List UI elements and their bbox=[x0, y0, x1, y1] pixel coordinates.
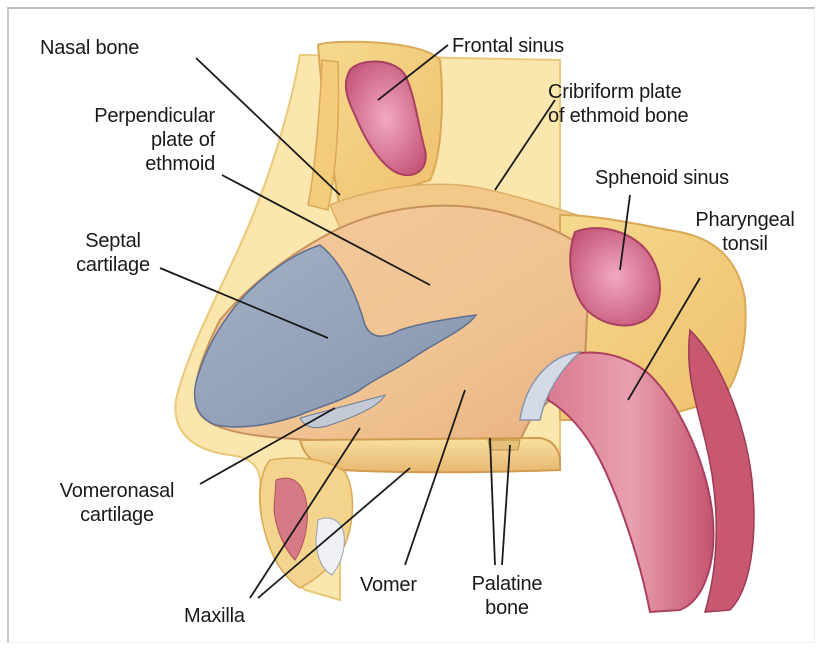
label-vomeronasal-cartilage: Vomeronasal cartilage bbox=[22, 479, 212, 527]
label-pharyngeal-line1: Pharyngeal bbox=[680, 208, 810, 232]
label-palatine-bone: Palatine bone bbox=[462, 572, 552, 620]
label-septal-cartilage: Septal cartilage bbox=[58, 229, 168, 277]
label-palatine-line1: Palatine bbox=[462, 572, 552, 596]
label-frontal-sinus-text: Frontal sinus bbox=[452, 34, 564, 58]
label-palatine-line2: bone bbox=[462, 596, 552, 620]
label-sphenoid-sinus: Sphenoid sinus bbox=[595, 166, 729, 190]
label-septal-line2: cartilage bbox=[58, 253, 168, 277]
label-vomeronasal-line2: cartilage bbox=[22, 503, 212, 527]
label-perpendicular-line1: Perpendicular bbox=[45, 104, 215, 128]
label-maxilla: Maxilla bbox=[184, 604, 245, 628]
label-cribriform-line1: Cribriform plate bbox=[548, 80, 688, 104]
label-perpendicular-plate: Perpendicular plate of ethmoid bbox=[45, 104, 215, 176]
label-pharyngeal-tonsil: Pharyngeal tonsil bbox=[680, 208, 810, 256]
label-nasal-bone: Nasal bone bbox=[40, 36, 139, 60]
label-vomeronasal-line1: Vomeronasal bbox=[22, 479, 212, 503]
label-frontal-sinus: Frontal sinus bbox=[452, 34, 564, 58]
label-vomer: Vomer bbox=[360, 573, 417, 597]
label-nasal-bone-text: Nasal bone bbox=[40, 36, 139, 60]
label-maxilla-text: Maxilla bbox=[184, 604, 245, 628]
label-perpendicular-line2: plate of bbox=[45, 128, 215, 152]
label-perpendicular-line3: ethmoid bbox=[45, 152, 215, 176]
label-cribriform-plate: Cribriform plate of ethmoid bone bbox=[548, 80, 688, 128]
label-cribriform-line2: of ethmoid bone bbox=[548, 104, 688, 128]
label-sphenoid-sinus-text: Sphenoid sinus bbox=[595, 166, 729, 190]
label-septal-line1: Septal bbox=[58, 229, 168, 253]
label-pharyngeal-line2: tonsil bbox=[680, 232, 810, 256]
label-vomer-text: Vomer bbox=[360, 573, 417, 597]
palatine-suture bbox=[488, 440, 520, 450]
